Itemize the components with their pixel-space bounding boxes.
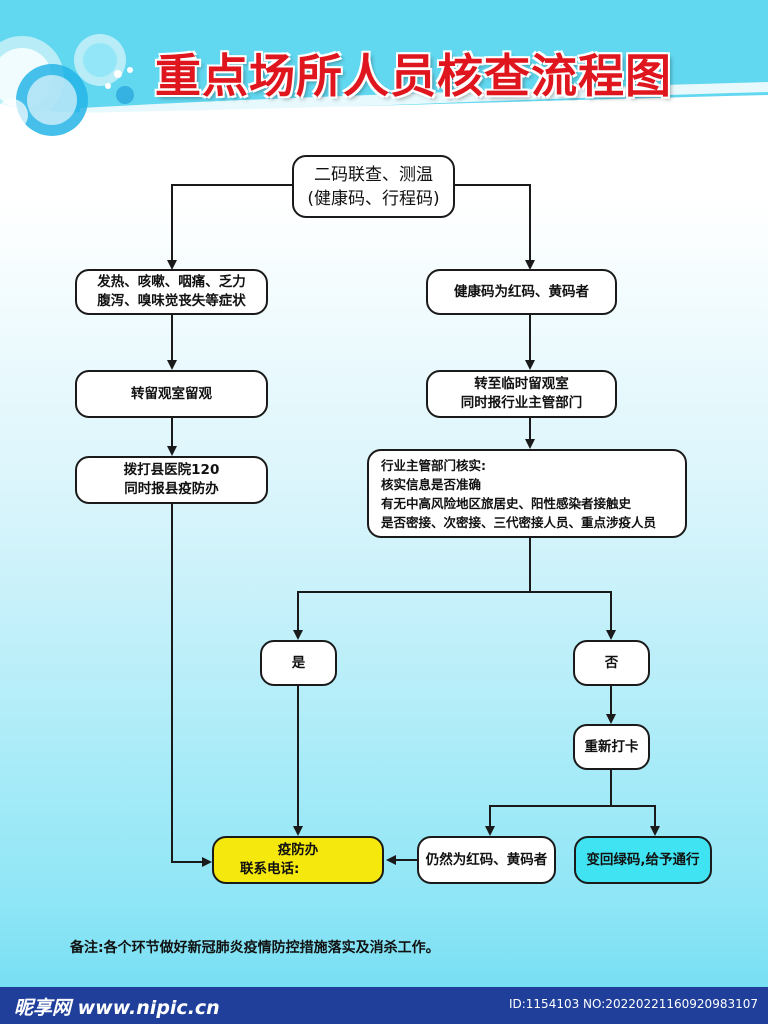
node-red-yellow-line1: 健康码为红码、黄码者: [454, 283, 589, 300]
node-recheck: 重新打卡: [573, 724, 650, 770]
node-start-line2: (健康码、行程码): [307, 188, 440, 209]
node-temp-observe: 转至临时留观室 同时报行业主管部门: [426, 370, 617, 418]
node-temp-observe-line2: 同时报行业主管部门: [460, 395, 583, 411]
node-cdc-line2: 联系电话:: [240, 861, 300, 877]
watermark-logo: 昵享网 www.nipic.cn: [14, 997, 220, 1019]
node-symptoms: 发热、咳嗽、咽痛、乏力 腹泻、嗅味觉丧失等症状: [75, 269, 268, 315]
arrow-recheck-to-green: [611, 805, 660, 836]
node-still-red: 仍然为红码、黄码者: [417, 836, 556, 884]
node-yes-line1: 是: [291, 654, 306, 671]
node-symptoms-line2: 腹泻、嗅味觉丧失等症状: [97, 293, 246, 309]
arrow-verify-to-no: [530, 591, 616, 640]
node-recheck-line1: 重新打卡: [584, 738, 639, 755]
arrow-start-to-symptoms: [167, 184, 292, 270]
watermark-id: ID:1154103 NO:20220221160920983107: [508, 997, 758, 1011]
node-verify-line2: 核实信息是否准确: [381, 476, 482, 492]
node-no: 否: [573, 640, 650, 686]
node-symptoms-line1: 发热、咳嗽、咽痛、乏力: [97, 274, 246, 290]
node-cdc: 疫防办 联系电话:: [212, 836, 384, 884]
node-green-line1: 变回绿码,给予通行: [586, 851, 700, 868]
node-green: 变回绿码,给予通行: [574, 836, 712, 884]
node-cdc-line1: 疫防办: [277, 842, 319, 858]
node-call-hospital-line1: 拨打县医院120: [123, 462, 220, 478]
arrow-hospital-to-cdc: [171, 504, 212, 867]
arrow-recheck-to-still-red: [485, 770, 612, 836]
node-yes: 是: [260, 640, 337, 686]
page-title: 重点场所人员核查流程图: [155, 49, 672, 103]
node-verify-line4: 是否密接、次密接、三代密接人员、重点涉疫人员: [381, 514, 657, 530]
node-start-line1: 二码联查、测温: [314, 164, 433, 185]
node-no-line1: 否: [604, 654, 619, 671]
arrow-start-to-red-yellow: [455, 184, 535, 270]
footnote: 备注:各个环节做好新冠肺炎疫情防控措施落实及消杀工作。: [70, 940, 440, 956]
node-verify: 行业主管部门核实: 核实信息是否准确 有无中高风险地区旅居史、阳性感染者接触史 …: [367, 449, 687, 538]
node-observe-room: 转留观室留观: [75, 370, 268, 418]
node-verify-line1: 行业主管部门核实:: [381, 457, 486, 473]
node-verify-line3: 有无中高风险地区旅居史、阳性感染者接触史: [381, 495, 632, 511]
arrow-verify-to-yes: [293, 538, 531, 640]
node-observe-room-line1: 转留观室留观: [131, 385, 212, 402]
watermark-bar: [0, 987, 768, 1024]
node-red-yellow: 健康码为红码、黄码者: [426, 269, 617, 315]
node-temp-observe-line1: 转至临时留观室: [474, 376, 569, 392]
node-call-hospital: 拨打县医院120 同时报县疫防办: [75, 456, 268, 504]
bubble-decoration: [0, 0, 768, 136]
node-start: 二码联查、测温 (健康码、行程码): [292, 155, 455, 218]
node-still-red-line1: 仍然为红码、黄码者: [425, 851, 548, 868]
node-call-hospital-line2: 同时报县疫防办: [124, 481, 219, 497]
